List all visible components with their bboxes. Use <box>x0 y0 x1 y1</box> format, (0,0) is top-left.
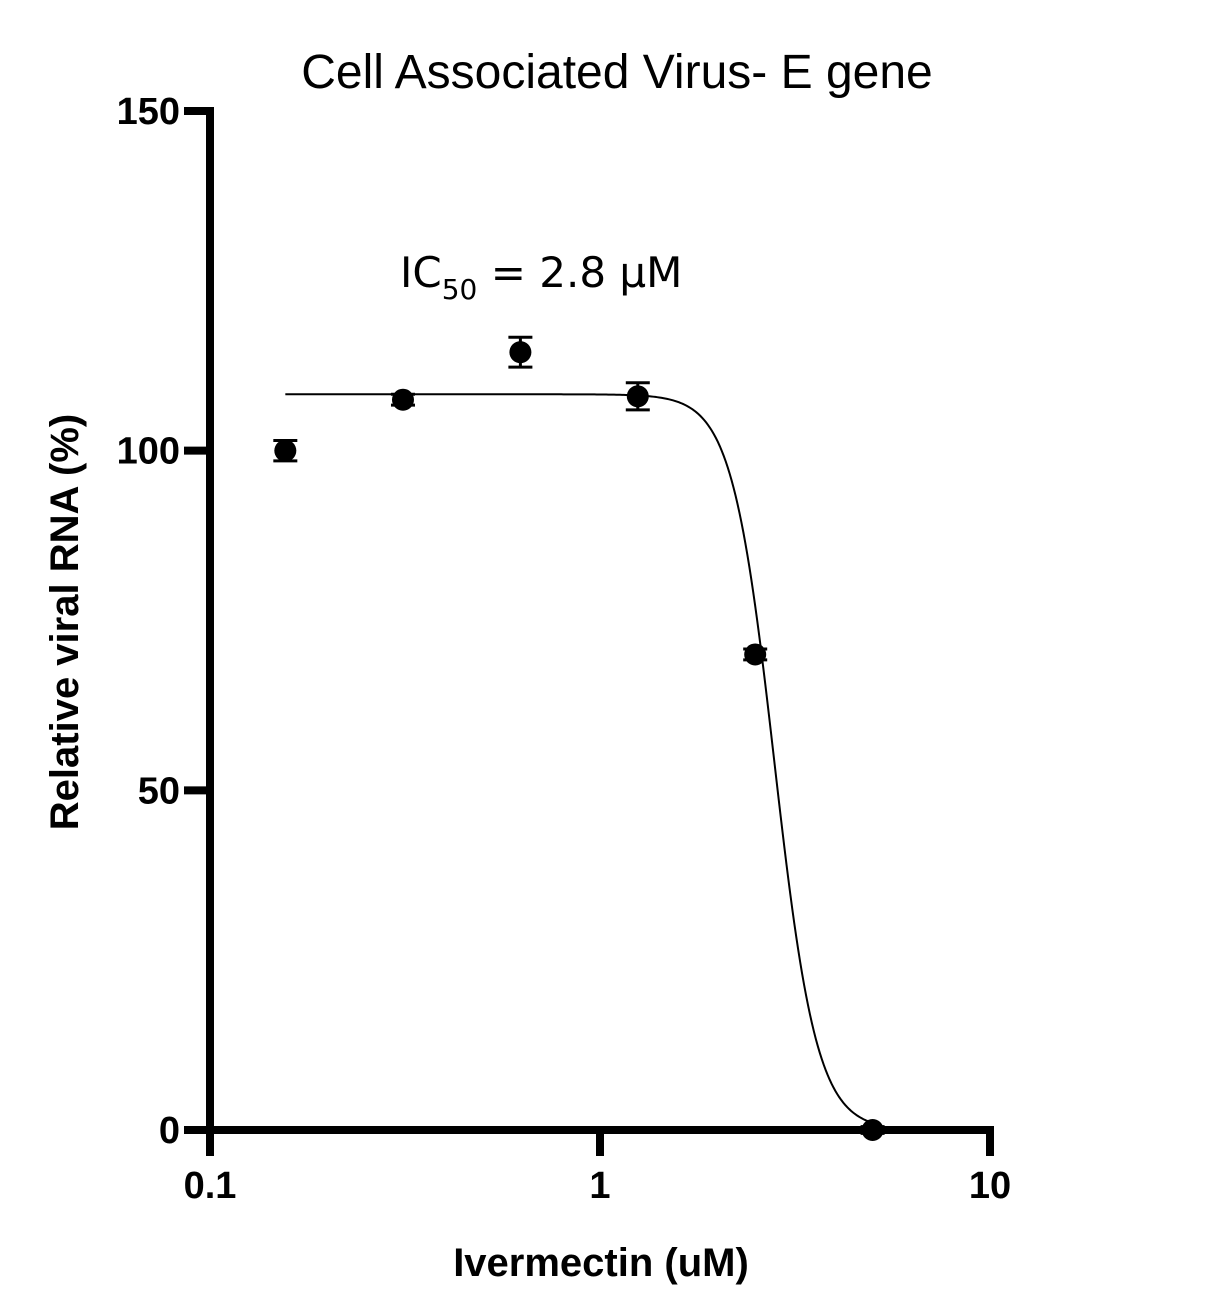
ic50-annotation: IC50 = 2.8 μM <box>400 248 682 306</box>
ic50-annotation-subscript: 50 <box>442 273 478 306</box>
chart-title: Cell Associated Virus- E gene <box>301 46 932 99</box>
y-tick-label: 100 <box>117 431 180 473</box>
ic50-annotation-suffix: = 2.8 μM <box>477 248 682 297</box>
x-axis-label: Ivermectin (uM) <box>453 1241 749 1285</box>
y-tick-label: 0 <box>159 1110 180 1152</box>
x-tick-label: 0.1 <box>184 1165 237 1207</box>
data-point-5 <box>743 643 768 666</box>
point-marker <box>744 643 767 666</box>
y-tick-label: 50 <box>138 770 180 812</box>
y-axis-label: Relative viral RNA (%) <box>43 414 87 830</box>
x-tick-label: 10 <box>969 1165 1011 1207</box>
point-marker <box>274 439 297 462</box>
point-marker <box>509 341 532 364</box>
fit-curve <box>285 393 873 1124</box>
data-points <box>273 335 885 1141</box>
data-point-6 <box>860 1119 885 1141</box>
y-tick-label: 150 <box>117 91 180 133</box>
ic50-annotation-prefix: IC <box>400 248 442 297</box>
point-marker <box>861 1119 884 1141</box>
data-point-2 <box>390 388 415 411</box>
x-tick-label: 1 <box>589 1165 610 1207</box>
data-point-4 <box>625 381 650 412</box>
tick-group: 0 50 100 150 0.1 1 10 <box>117 91 1012 1207</box>
point-marker <box>626 385 649 408</box>
data-point-3 <box>508 335 533 369</box>
point-marker <box>391 388 414 411</box>
data-point-1 <box>273 438 298 463</box>
